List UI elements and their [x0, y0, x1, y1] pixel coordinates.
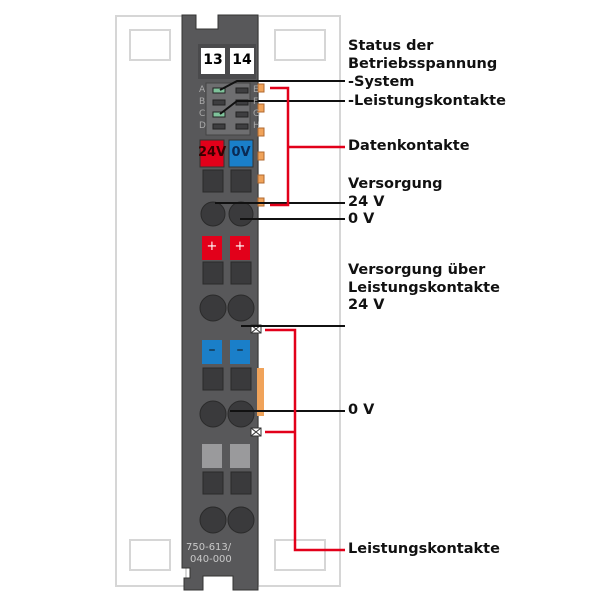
label-0v: 0V: [231, 145, 251, 160]
label-0v-power: 0 V: [348, 402, 375, 418]
power-contact-orange: [257, 368, 264, 416]
plus-1: +: [206, 239, 218, 254]
label-leistungskontakte-led: -Leistungskontakte: [348, 93, 506, 109]
leds: [212, 87, 249, 130]
label-24v: 24V: [198, 145, 227, 160]
gray-marker-2: [230, 444, 250, 468]
bracket-lines: [265, 86, 345, 552]
push-buttons: [202, 169, 252, 495]
plus-2-bg: [230, 236, 250, 260]
terminal-13-label: 13: [203, 52, 223, 68]
plus-1-bg: [202, 236, 222, 260]
plus-2: +: [234, 239, 246, 254]
terminal-14-label: 14: [232, 52, 252, 68]
terminal-14: [230, 48, 254, 74]
part-number: 750-613/040-000: [186, 542, 232, 565]
wire-openings: [199, 201, 255, 534]
leader-lines: [215, 80, 345, 412]
label-leistungskontakte-bottom: Leistungskontakte: [348, 541, 500, 557]
terminal-13: [201, 48, 225, 74]
minus-2: –: [236, 342, 244, 358]
label-system: -System: [348, 74, 415, 90]
minus-1: –: [208, 342, 216, 358]
minus-2-bg: [230, 340, 250, 364]
label-0v-bg: [228, 139, 254, 168]
label-24v-bg: [199, 139, 225, 168]
minus-1-bg: [202, 340, 222, 364]
label-datenkontakte: Datenkontakte: [348, 138, 470, 154]
gray-marker-1: [202, 444, 222, 468]
